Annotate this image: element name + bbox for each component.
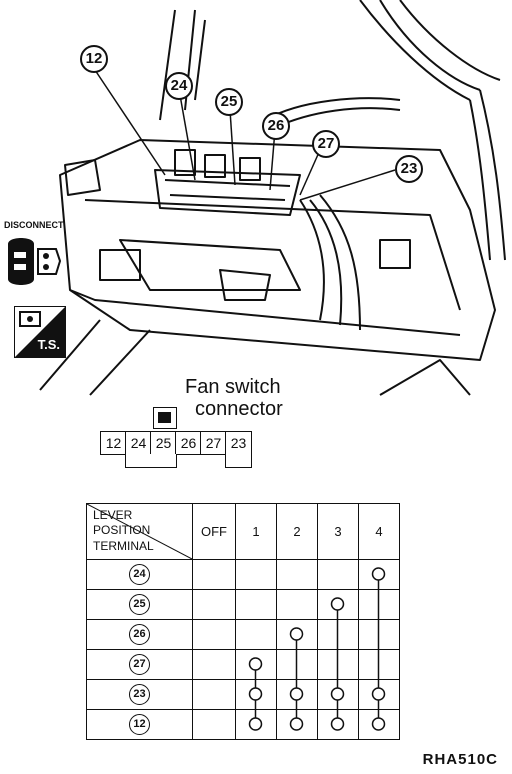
chart-cell [358, 649, 400, 680]
chart-cell [276, 559, 318, 590]
chart-col-4: 4 [358, 503, 400, 560]
chart-cell [317, 709, 359, 740]
connector-pin: 25 [150, 431, 177, 455]
chart-header-terminal: TERMINAL [93, 539, 154, 553]
chart-terminal-27: 27 [86, 649, 193, 680]
chart-cell [276, 709, 318, 740]
callout-24: 24 [165, 72, 193, 100]
chart-col-off: OFF [192, 503, 236, 560]
chart-cell [276, 619, 318, 650]
chart-cell [358, 589, 400, 620]
chart-terminal-23: 23 [86, 679, 193, 710]
connector-pin: 23 [225, 431, 252, 455]
connector-title: Fan switch connector [185, 376, 283, 420]
callout-26: 26 [262, 112, 290, 140]
chart-cell [192, 679, 236, 710]
reference-code: RHA510C [422, 751, 498, 768]
chart-cell [192, 709, 236, 740]
connector-title-line1: Fan switch [185, 376, 281, 398]
chart-terminal-26: 26 [86, 619, 193, 650]
terminal-label: 24 [129, 564, 150, 585]
chart-cell [235, 619, 277, 650]
chart-cell [235, 649, 277, 680]
chart-cell [358, 679, 400, 710]
connector-title-line2: connector [195, 398, 283, 420]
connector-lock-icon [153, 407, 177, 429]
chart-cell [358, 619, 400, 650]
chart-terminal-25: 25 [86, 589, 193, 620]
chart-col-2: 2 [276, 503, 318, 560]
callout-23: 23 [395, 155, 423, 183]
connector-pin: 12 [100, 431, 127, 455]
chart-cell [192, 649, 236, 680]
chart-cell [235, 559, 277, 590]
ts-label: T.S. [37, 337, 60, 352]
disconnect-label: DISCONNECT [4, 220, 64, 230]
connector-pin: 27 [200, 431, 227, 455]
chart-header-lever: LEVER [93, 508, 133, 522]
tester-icon [14, 306, 66, 358]
chart-cell [235, 679, 277, 710]
callout-12: 12 [80, 45, 108, 73]
terminal-label: 12 [129, 714, 150, 735]
chart-terminal-24: 24 [86, 559, 193, 590]
connector-pin: 26 [175, 431, 202, 455]
connector-plug-icon [8, 238, 62, 285]
callout-25: 25 [215, 88, 243, 116]
terminal-label: 26 [129, 624, 150, 645]
continuity-chart: LEVER POSITION TERMINAL OFF 1 2 3 4 24 25… [86, 503, 400, 740]
chart-cell [192, 619, 236, 650]
terminal-label: 25 [129, 594, 150, 615]
chart-cell [317, 589, 359, 620]
chart-cell [235, 589, 277, 620]
connector-pin: 24 [125, 431, 152, 455]
terminal-label: 23 [129, 684, 150, 705]
chart-cell [235, 709, 277, 740]
connector-tab [225, 454, 252, 468]
ts-badge: T.S. [14, 306, 66, 358]
chart-cell [317, 559, 359, 590]
chart-cell [358, 559, 400, 590]
chart-cell [317, 649, 359, 680]
chart-cell [317, 619, 359, 650]
chart-header-cell: LEVER POSITION TERMINAL [86, 503, 193, 560]
chart-cell [276, 649, 318, 680]
chart-cell [276, 679, 318, 710]
chart-cell [276, 589, 318, 620]
chart-cell [317, 679, 359, 710]
chart-cell [192, 559, 236, 590]
disconnect-badge: DISCONNECT [4, 220, 64, 291]
connector-tab [125, 454, 177, 468]
chart-col-1: 1 [235, 503, 277, 560]
terminal-label: 27 [129, 654, 150, 675]
switch-assembly-illustration [39, 0, 506, 396]
chart-col-3: 3 [317, 503, 359, 560]
chart-terminal-12: 12 [86, 709, 193, 740]
callout-27: 27 [312, 130, 340, 158]
chart-header-position: POSITION [93, 523, 151, 537]
chart-cell [358, 709, 400, 740]
chart-cell [192, 589, 236, 620]
